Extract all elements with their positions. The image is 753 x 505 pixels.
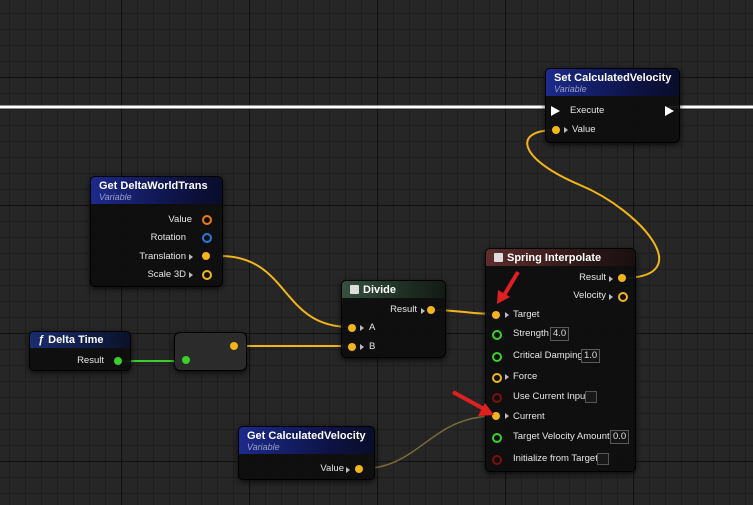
set-velocity-subtitle: Variable <box>554 84 587 94</box>
divide-a-pin[interactable] <box>348 324 356 332</box>
delta-time-result-pin[interactable] <box>114 357 122 365</box>
set-velocity-node[interactable]: Set CalculatedVelocity Variable Execute … <box>545 68 680 143</box>
translation-pin[interactable] <box>202 252 210 260</box>
spring-init-label: Initialize from Target <box>513 453 598 464</box>
get-velocity-node[interactable]: Get CalculatedVelocity Variable Value <box>238 426 375 480</box>
divide-b-pin[interactable] <box>348 343 356 351</box>
wire-getvelocity-to-current <box>359 415 496 470</box>
spring-damping-pin[interactable] <box>492 352 502 362</box>
wire-translation-to-a <box>219 255 351 328</box>
divide-node[interactable]: Divide Result A B <box>341 280 446 358</box>
spring-force-pin[interactable] <box>492 373 502 383</box>
divide-b-label: B <box>369 341 376 352</box>
rotation-pin[interactable] <box>202 233 212 243</box>
spring-use-current-label: Use Current Input <box>513 391 588 402</box>
function-icon: ƒ <box>38 334 45 346</box>
value-input-pin[interactable] <box>552 126 560 134</box>
get-delta-world-title: Get DeltaWorldTrans <box>99 180 208 192</box>
pin-scale-label: Scale 3D <box>147 269 186 280</box>
conversion-output-pin[interactable] <box>230 342 238 350</box>
pin-value-label: Value <box>168 214 192 225</box>
wire-result-to-value <box>526 129 660 279</box>
spring-velocity-label: Velocity <box>573 290 606 301</box>
spring-target-pin[interactable] <box>492 311 500 319</box>
set-velocity-header[interactable]: Set CalculatedVelocity Variable <box>546 69 679 96</box>
set-velocity-title: Set CalculatedVelocity <box>554 72 672 84</box>
annotation-arrow-current <box>452 390 494 416</box>
translation-arrow-icon <box>189 254 193 260</box>
conversion-input-pin[interactable] <box>182 356 190 364</box>
get-velocity-arrow-icon <box>346 467 350 473</box>
get-velocity-title: Get CalculatedVelocity <box>247 430 366 442</box>
spring-target-vel-pin[interactable] <box>492 433 502 443</box>
scale-pin[interactable] <box>202 270 212 280</box>
spring-result-label: Result <box>579 272 606 283</box>
pin-rotation-label: Rotation <box>150 232 186 243</box>
scale-arrow-icon <box>189 272 193 278</box>
pin-translation-label: Translation <box>139 251 186 262</box>
spring-strength-label: Strength <box>513 328 549 339</box>
spring-interpolate-node[interactable]: Spring Interpolate Result Velocity Targe… <box>485 248 636 472</box>
divide-result-pin[interactable] <box>427 306 435 314</box>
get-velocity-header[interactable]: Get CalculatedVelocity Variable <box>239 427 374 454</box>
divide-header[interactable]: Divide <box>342 281 445 298</box>
spring-init-pin[interactable] <box>492 455 502 465</box>
spring-damping-label: Critical Damping <box>513 350 583 361</box>
critical-damping-input[interactable]: 1.0 <box>581 349 601 363</box>
get-velocity-subtitle: Variable <box>247 442 280 452</box>
divide-a-label: A <box>369 322 376 333</box>
spring-force-label: Force <box>513 371 538 382</box>
spring-target-arrow-icon <box>505 312 509 318</box>
get-velocity-value-label: Value <box>320 463 344 474</box>
value-arrow-icon <box>564 127 568 133</box>
spring-strength-pin[interactable] <box>492 330 502 340</box>
target-velocity-input[interactable]: 0.0 <box>610 430 630 444</box>
function-node-icon <box>494 253 503 262</box>
spring-current-pin[interactable] <box>492 412 500 420</box>
annotation-arrow-target <box>497 270 520 304</box>
spring-use-current-pin[interactable] <box>492 393 502 403</box>
spring-title: Spring Interpolate <box>507 252 602 264</box>
divide-b-arrow-icon <box>360 344 364 350</box>
divide-icon <box>350 285 359 294</box>
spring-target-vel-label: Target Velocity Amount <box>513 431 610 442</box>
get-velocity-value-pin[interactable] <box>355 465 363 473</box>
delta-time-title: Delta Time <box>48 334 104 346</box>
divide-title: Divide <box>363 284 397 296</box>
value-pin[interactable] <box>202 215 212 225</box>
spring-result-arrow-icon <box>609 276 613 282</box>
get-delta-world-header[interactable]: Get DeltaWorldTrans Variable <box>91 177 222 204</box>
value-label: Value <box>572 124 596 135</box>
get-delta-world-subtitle: Variable <box>99 192 132 202</box>
spring-velocity-arrow-icon <box>609 294 613 300</box>
spring-header[interactable]: Spring Interpolate <box>486 249 635 266</box>
divide-result-label: Result <box>390 304 417 315</box>
conversion-node[interactable] <box>174 332 247 371</box>
initialize-from-target-checkbox[interactable] <box>597 453 609 465</box>
execute-label: Execute <box>570 105 605 116</box>
get-delta-world-node[interactable]: Get DeltaWorldTrans Variable Value Rotat… <box>90 176 223 287</box>
spring-current-label: Current <box>513 411 545 422</box>
exec-out-pin[interactable] <box>665 106 674 116</box>
spring-target-label: Target <box>513 309 540 320</box>
strength-input[interactable]: 4.0 <box>550 327 570 341</box>
spring-force-arrow-icon <box>505 374 509 380</box>
spring-velocity-pin[interactable] <box>618 292 628 302</box>
delta-time-result-label: Result <box>77 355 104 366</box>
use-current-input-checkbox[interactable] <box>585 391 597 403</box>
divide-result-arrow-icon <box>421 308 425 314</box>
spring-current-arrow-icon <box>505 413 509 419</box>
spring-result-pin[interactable] <box>618 274 626 282</box>
divide-a-arrow-icon <box>360 325 364 331</box>
exec-in-pin[interactable] <box>551 106 560 116</box>
